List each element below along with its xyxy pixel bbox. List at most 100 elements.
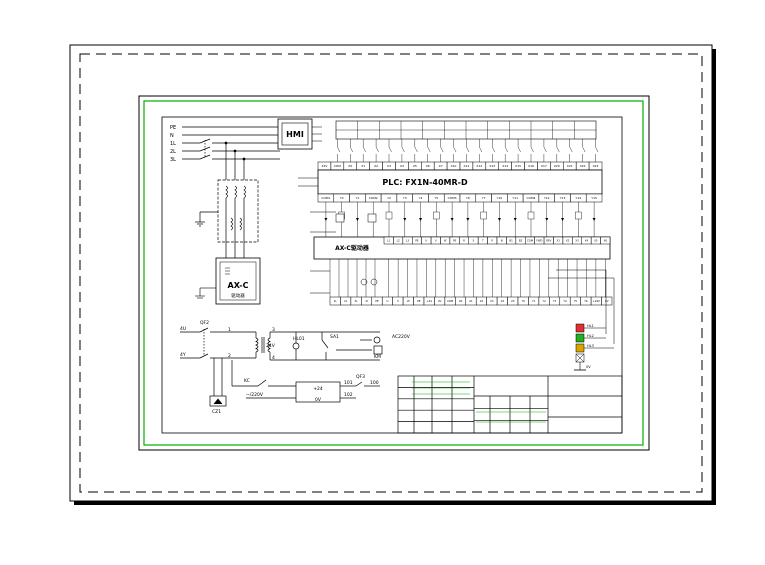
terminal-strip-label: PE [417, 299, 421, 303]
plc-input-terminal-label: X0 [348, 164, 352, 168]
drive-terminal-label: REV [546, 238, 551, 242]
relay-coil [433, 211, 440, 220]
diode-symbol [592, 218, 596, 221]
input-switch [517, 146, 521, 153]
input-switch [543, 146, 547, 153]
hmi-label: HMI [286, 130, 304, 139]
tower-label: 0V [586, 365, 591, 369]
input-label-4u: 4U [180, 326, 186, 332]
strip-motor-symbol [360, 278, 368, 286]
plc-output-terminal-label: Y0 [340, 196, 344, 200]
dc-label: ~/220V [246, 392, 264, 398]
coil-3 [243, 185, 246, 199]
drive-panel-label: AX-C驱动器 [335, 244, 370, 252]
terminal-strip-label: COM [447, 299, 453, 303]
qf2-label: QF2 [200, 320, 209, 326]
plc-output-terminal-label: Y2 [387, 196, 391, 200]
plc-input-terminal-label: X14 [502, 164, 508, 168]
terminal-strip-label: 2L [344, 299, 348, 303]
node-label-hl01: HL01 [293, 336, 305, 342]
plc-input-terminal-label: X1 [361, 164, 365, 168]
input-switch [466, 146, 470, 153]
contact-label-kc: KC [244, 378, 250, 384]
terminal-strip-label: +24 [426, 299, 432, 303]
terminal-strip-label: X5 [511, 299, 515, 303]
title-block-middle-grid [474, 396, 548, 433]
input-switch [427, 146, 431, 153]
terminal-strip-cell [601, 296, 613, 306]
input-switch [492, 146, 495, 153]
output-label-101: 101 [344, 380, 353, 386]
drive-terminal-label: B1 [509, 238, 513, 242]
coil-5 [239, 217, 242, 231]
relay-coil [385, 211, 393, 220]
drive-terminal-label: X5 [594, 238, 598, 242]
terminal-strip-label: Y4 [563, 299, 567, 303]
plc-input-terminal-label: X12 [476, 164, 482, 168]
diode-symbol [561, 218, 565, 221]
terminal-strip-label: N [366, 299, 368, 303]
drive-output-wiring [329, 259, 606, 297]
input-switch [375, 146, 379, 153]
plc-output-terminal-label: Y5 [434, 196, 438, 200]
input-switch [556, 146, 560, 153]
drive-terminal-label: PE [415, 238, 419, 242]
tower-lamp-amber [575, 343, 585, 353]
tx-terminal-4: 4 [272, 355, 275, 361]
terminal-strip-label: PE [375, 299, 379, 303]
breaker-pole-3 [199, 154, 211, 160]
plc-output-terminal-label: Y11 [512, 196, 518, 200]
plc-output-terminal-label: Y7 [482, 196, 486, 200]
plc-input-terminal-label: X16 [528, 164, 534, 168]
hmi-unit: HMI [277, 118, 322, 150]
plc-input-terminal-label: X3 [387, 164, 391, 168]
drive-terminal-label: N [501, 238, 503, 242]
relay-coil [575, 211, 582, 220]
power-busbars [182, 126, 280, 180]
terminal-strip-label: Y0 [522, 299, 526, 303]
terminal-strip-label: Y6 [584, 299, 588, 303]
node-label-km: KM [374, 354, 381, 360]
plc-input-terminal-label: COM [334, 164, 341, 168]
diode-symbol [324, 218, 328, 221]
plc-input-terminal-label: X15 [515, 164, 521, 168]
title-block-left-grid [398, 376, 474, 433]
phase-label: 3L [170, 157, 176, 163]
drive-terminal-label: P [492, 238, 494, 242]
input-label-4y: 4Y [180, 352, 186, 358]
drive-terminal-label: X4 [585, 238, 589, 242]
node-label-sa1: SA1 [330, 334, 339, 340]
tower-label: HL2 [587, 334, 594, 338]
drive-terminal-label: X3 [575, 238, 579, 242]
diode-symbol [466, 218, 470, 221]
terminal-strip-label: X4 [501, 299, 505, 303]
terminal-strip-label: X0 [459, 299, 463, 303]
tower-label: HL3 [587, 344, 594, 348]
phase-label: 1L [170, 141, 176, 147]
plc-output-terminal-label: Y3 [403, 196, 407, 200]
tower-light: HL1 HL2 HL3 0V [574, 323, 614, 371]
diode-symbol [450, 218, 454, 221]
junction-1 [224, 141, 228, 145]
input-switch [363, 146, 366, 153]
ax-c-module: AX-C 驱动器 [195, 257, 261, 305]
control-labels: QF2 4U 4Y 1 2 3 4 24V SA1 KM HL01 AC220V… [180, 320, 411, 415]
plc-output-wiring [324, 202, 596, 237]
drive-terminal-label: U [425, 238, 427, 242]
drive-terminal-label: L3 [406, 238, 409, 242]
reactor-filter [195, 179, 259, 258]
power-module-box [295, 381, 341, 403]
lamp-2 [373, 336, 381, 344]
module-terminals [225, 267, 230, 275]
plc-output-terminal-label: COM4 [527, 196, 536, 200]
junction-2 [233, 149, 237, 153]
plc-body [317, 169, 603, 195]
diode-symbol [355, 218, 359, 221]
coil-1 [225, 185, 228, 199]
plc-output-terminal-label: Y6 [466, 196, 470, 200]
